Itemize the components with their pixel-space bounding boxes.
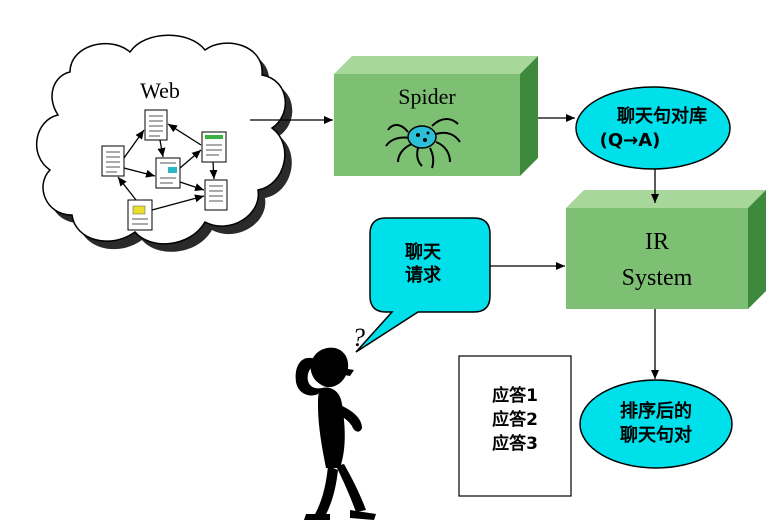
- ranked-pairs-line2: 聊天句对: [620, 424, 692, 446]
- web-link-arrows: [117, 123, 218, 211]
- flow-arrows: [250, 114, 659, 379]
- question-mark: ?: [352, 323, 365, 352]
- web-document-icon: [101, 145, 125, 177]
- chat-request-line2: 请求: [405, 264, 442, 286]
- web-label: Web: [140, 78, 180, 103]
- ir-system-box: IR System: [566, 190, 766, 309]
- web-document-icon: [201, 131, 227, 163]
- ir-system-line1: IR: [645, 229, 669, 255]
- answer-item-3: 应答3: [492, 433, 538, 454]
- ir-system-line2: System: [622, 265, 693, 291]
- spider-box: Spider: [334, 56, 538, 176]
- thinking-person-icon: ?: [295, 323, 376, 520]
- web-document-icon: [204, 179, 228, 211]
- web-cloud: Web: [35, 34, 293, 252]
- web-document-icon: [155, 157, 181, 189]
- spider-icon: [385, 118, 461, 169]
- answer-item-1: 应答1: [492, 385, 538, 406]
- qa-database-line1: 聊天句对库: [617, 105, 707, 127]
- answers-box: 应答1 应答2 应答3: [458, 355, 572, 497]
- chat-request-line1: 聊天: [405, 241, 442, 263]
- ranked-pairs-node: 排序后的 聊天句对: [579, 379, 733, 469]
- web-document-icon: [144, 109, 168, 141]
- web-document-icon: [127, 199, 153, 231]
- qa-database-line2: (Q→A): [600, 130, 661, 151]
- ranked-pairs-line1: 排序后的: [620, 400, 692, 422]
- spider-label: Spider: [398, 84, 456, 109]
- qa-database-node: 聊天句对库 (Q→A): [575, 86, 731, 170]
- answer-item-2: 应答2: [492, 409, 538, 430]
- chat-request-bubble: 聊天 请求: [355, 217, 491, 353]
